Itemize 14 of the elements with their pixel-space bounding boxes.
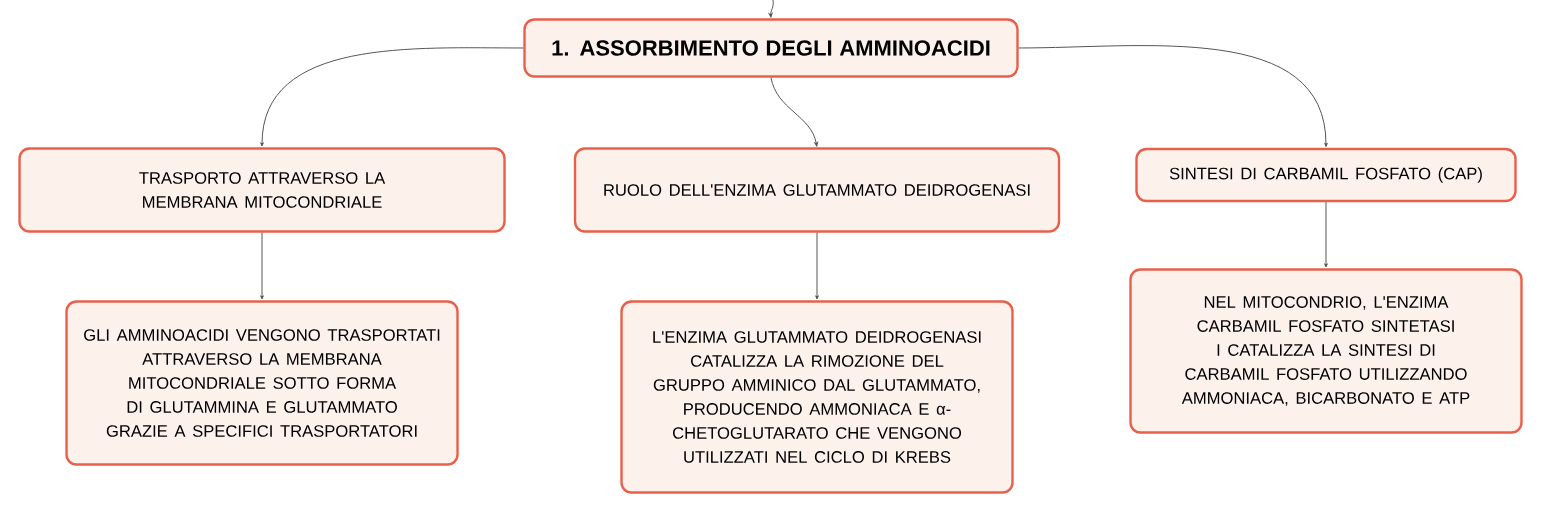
description-box: NEL MITOCONDRIO, L'ENZIMA CARBAMIL FOSFATO SINTETASI I CATALIZZA LA SINTESI DI CARBAMIL FOSFATO UTILIZZANDO AMMONIACA, BICARBONATO E ATP xyxy=(1129,268,1523,434)
arrow xyxy=(1018,45,1328,147)
arrow xyxy=(260,232,264,300)
arrow xyxy=(770,77,819,147)
arrow xyxy=(260,47,524,147)
topic-box: RUOLO DELL'ENZIMA GLUTAMMATO DEIDROGENASI xyxy=(573,147,1061,233)
arrow xyxy=(815,232,819,300)
description-box: GLI AMMINOACIDI VENGONO TRASPORTATI ATTRAVERSO LA MEMBRANA MITOCONDRIALE SOTTO FORMA DI GLUTAMMINA E GLUTAMMATO GRAZIE A SPECIFICI TRASPORTATORI xyxy=(65,300,459,466)
main-topic-box: 1. ASSORBIMENTO DEGLI AMMINOACIDI xyxy=(523,18,1019,78)
arrow xyxy=(1324,201,1328,268)
arrow xyxy=(768,0,774,18)
topic-box: TRASPORTO ATTRAVERSO LA MEMBRANA MITOCONDRIALE xyxy=(18,147,506,233)
description-box: L'ENZIMA GLUTAMMATO DEIDROGENASI CATALIZZA LA RIMOZIONE DEL GRUPPO AMMINICO DAL GLUTAMMATO, PRODUCENDO AMMONIACA E α-CHETOGLUTARATO CHE VENGONO UTILIZZATI NEL CICLO DI KREBS xyxy=(620,300,1014,494)
topic-box: SINTESI DI CARBAMIL FOSFATO (CAP) xyxy=(1135,147,1517,203)
